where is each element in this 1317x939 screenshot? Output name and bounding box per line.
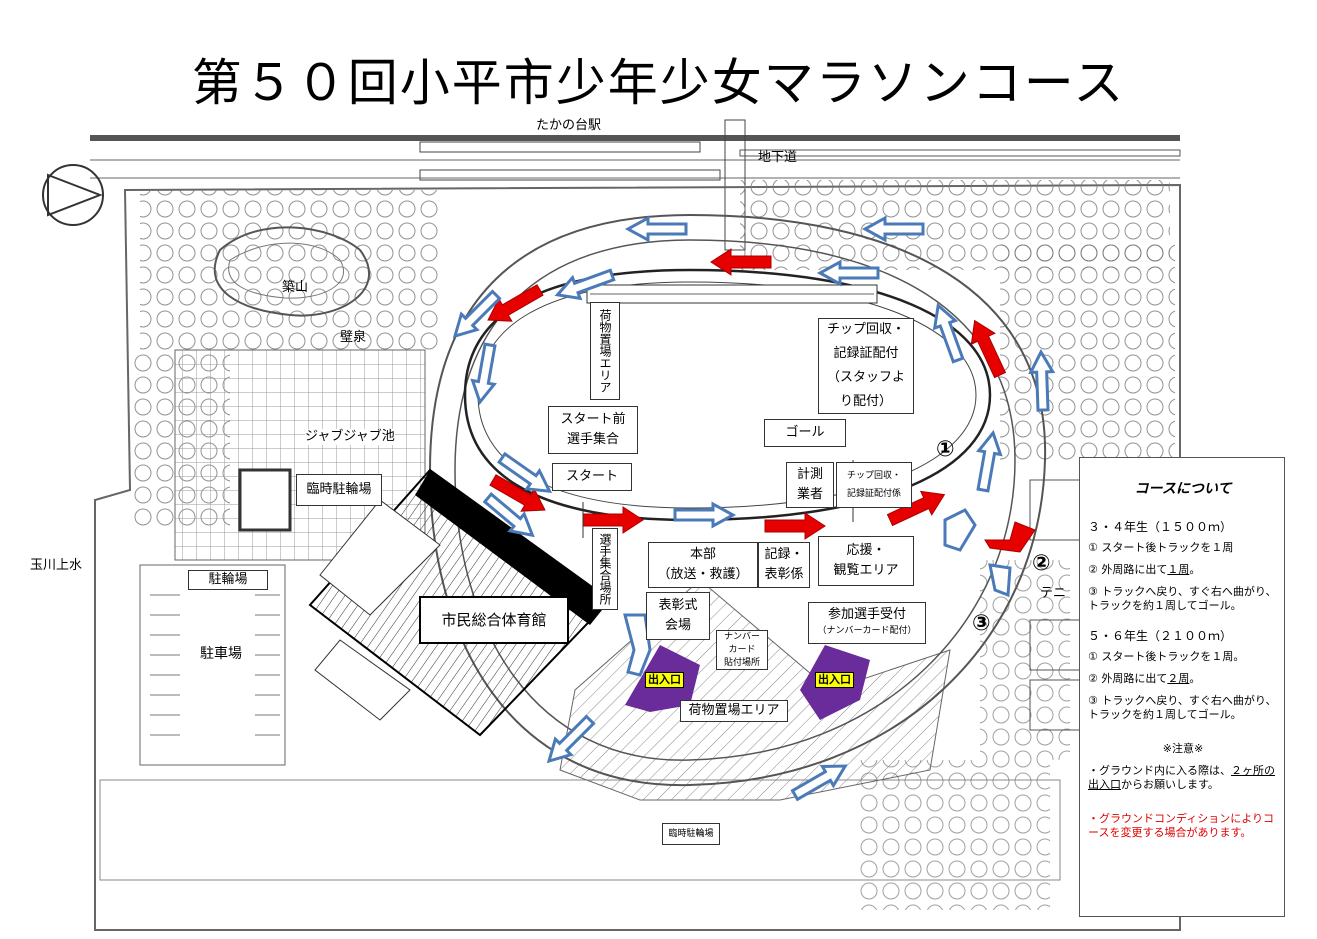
grade34-step3: ③ トラックへ戻り、すぐ右へ曲がり、トラックを約１周してゴール。: [1088, 585, 1277, 612]
north-arrow-icon: [42, 164, 104, 226]
hekisen-label: 壁泉: [340, 330, 367, 345]
red-course-arrows: [487, 248, 1036, 553]
note-title: ※注意※: [1162, 742, 1204, 755]
station-label: たかの台駅: [536, 118, 602, 133]
bike-parking: 駐輪場: [188, 570, 268, 590]
info-heading: コースについて: [1134, 481, 1232, 497]
cheering-viewing-area: 応援・観覧エリア: [818, 536, 914, 586]
athlete-reception: 参加選手受付（ナンバーカード配付）: [808, 602, 926, 644]
outer-path: [428, 213, 1047, 787]
marker-2: ②: [1032, 551, 1051, 576]
south-strip: [99, 779, 1061, 881]
chip-collection-staff: チップ回収・記録証配付（スタッフより配付）: [818, 318, 914, 414]
tsukiyama-label: 築山: [282, 280, 309, 295]
tree-areas: [130, 180, 1175, 910]
marker-3: ③: [972, 611, 991, 636]
prestart-assembly: スタート前選手集合: [548, 406, 638, 454]
grade56-step2: ② 外周路に出て２周。: [1088, 672, 1201, 685]
headquarters: 本部（放送・救護）: [648, 542, 758, 588]
records-awards: 記録・表彰係: [758, 542, 810, 588]
map-title: 第５０回小平市少年少女マラソンコース: [191, 54, 1126, 112]
entrance-left: 出入口: [645, 672, 684, 688]
timing-vendor: 計測業者: [786, 462, 834, 508]
award-venue: 表彰式会場: [646, 592, 710, 640]
pond-feature: [238, 468, 292, 532]
baggage-area-1: 荷物置場エリア: [590, 302, 620, 400]
jabu-pond-label: ジャブジャブ池: [305, 429, 395, 445]
athlete-gathering-place: 選手集合場所: [592, 528, 618, 610]
chip-collection-desk: チップ回収・記録証配付係: [836, 462, 912, 508]
tamagawa-label: 玉川上水: [30, 558, 83, 573]
course-info-panel: コースについて ３・４年生（１５００ｍ） ① スタート後トラックを１周 ② 外周…: [1079, 457, 1285, 917]
underpass-label: 地下道: [758, 150, 798, 165]
marker-1: ①: [936, 437, 955, 462]
gym-label: 市民総合体育館: [419, 596, 569, 644]
grade34-title: ３・４年生（１５００ｍ）: [1088, 520, 1233, 534]
entrance-right: 出入口: [815, 672, 854, 688]
grade56-title: ５・６年生（２１００ｍ）: [1088, 629, 1233, 643]
temp-bike-parking-1: 臨時駐輪場: [296, 474, 382, 506]
goal-label: ゴール: [764, 419, 846, 447]
grade34-step2: ② 外周路に出て１周。: [1088, 563, 1201, 576]
note-condition: ・グラウンドコンディションによりコースを変更する場合があります。: [1088, 812, 1275, 839]
note-entrance: ・グラウンド内に入る際は、２ヶ所の出入口からお願いします。: [1088, 764, 1275, 791]
parking-lots: [139, 564, 286, 766]
blue-course-arrows: [452, 215, 1056, 802]
railway: [90, 119, 1181, 251]
start-label: スタート: [552, 463, 632, 491]
temp-bike-parking-2: 臨時駐輪場: [662, 823, 720, 845]
tennis-label: テニ: [1040, 586, 1067, 601]
grade56-step1: ① スタート後トラックを１周。: [1088, 650, 1245, 663]
grade56-step3: ③ トラックへ戻り、すぐ右へ曲がり、トラックを約１周してゴール。: [1088, 694, 1277, 721]
grade34-step1: ① スタート後トラックを１周: [1088, 541, 1234, 554]
parking-label: 駐車場: [200, 646, 242, 662]
baggage-area-2: 荷物置場エリア: [680, 700, 788, 722]
number-card-attach-place: ナンバーカード貼付場所: [716, 630, 768, 670]
